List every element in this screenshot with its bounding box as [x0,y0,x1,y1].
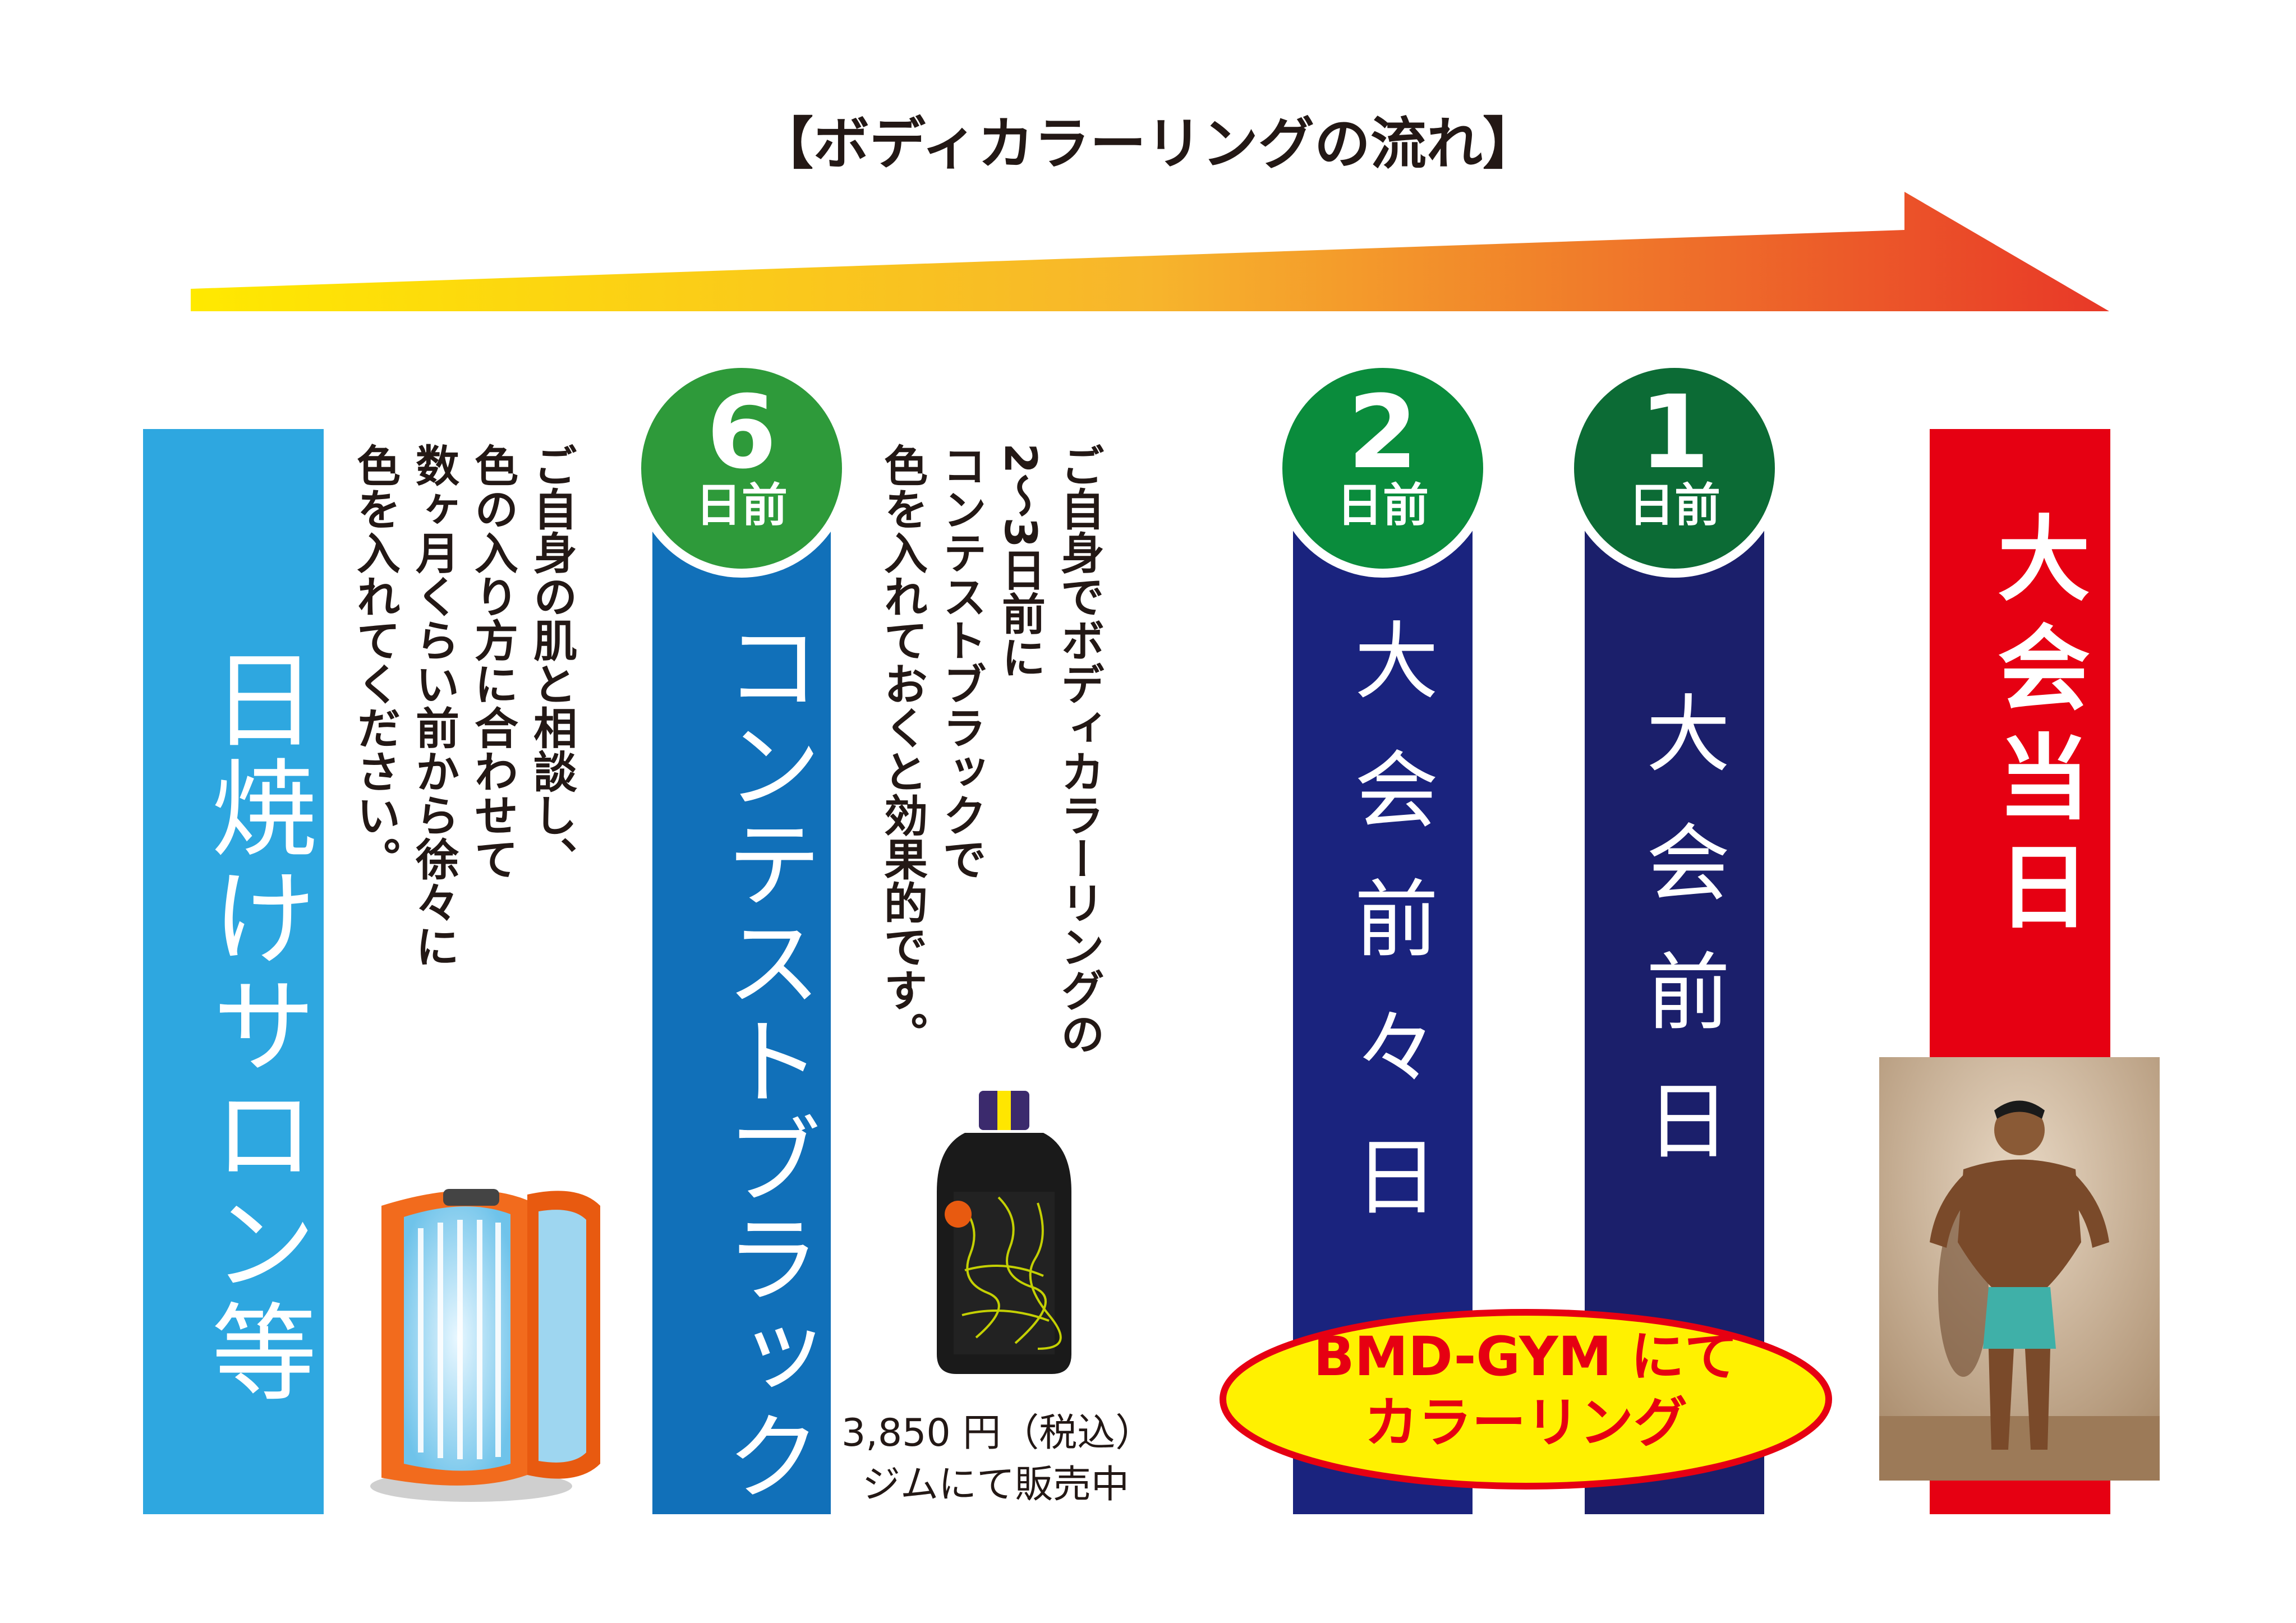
two-days-badge: 2 日前 [1273,359,1492,578]
contest-price-note: 3,850 円（税込） ジムにて販売中 [841,1408,1154,1511]
event-day-title: 大会当日 [1982,510,2090,948]
colouring-callout-text: BMD-GYM にて カラーリング [1217,1324,1834,1456]
salon-desc-line-2: 色の入り方に合わせて [467,443,518,880]
contest-badge-number: 6 [706,374,777,491]
salon-description: ご自身の肌と相談し、 色の入り方に合わせて 数ヶ月くらい前から徐々に 色を入れて… [345,443,581,1116]
two-days-title: 大会前々日 [1340,617,1438,1262]
salon-desc-line-1: ご自身の肌と相談し、 [526,443,577,880]
contest-sales-note: ジムにて販売中 [862,1463,1129,1507]
contest-title: コンテストブラック [708,617,821,1505]
two-days-badge-label: 日前 [1336,479,1429,532]
salon-desc-line-3: 数ヶ月くらい前から徐々に [408,443,459,968]
contest-desc-line-3: コンテストブラックで [936,443,986,880]
competitor-photo [1879,1057,2160,1481]
one-day-badge-label: 日前 [1628,479,1720,532]
two-days-badge-number: 2 [1347,374,1418,491]
salon-bar [143,429,324,1514]
colouring-callout-oval [1220,1309,1832,1490]
contest-badge: 6 日前 [632,359,851,578]
callout-line-2: カラーリング [1364,1391,1687,1454]
contest-black-bottle-image [937,1091,1071,1374]
contest-badge-label: 日前 [695,479,788,532]
contest-desc-line-4: 色を入れておくと効果的です。 [877,443,927,1055]
one-day-badge-number: 1 [1639,374,1710,491]
contest-price: 3,850 円（税込） [841,1411,1154,1455]
salon-desc-line-4: 色を入れてください。 [349,443,400,880]
contest-description: ご自身でボディカラーリングの 2～3日前に コンテストブラックで 色を入れておく… [872,443,1108,1060]
page-title: 【ボディカラーリングの流れ】 [757,111,1539,177]
contest-bar [652,477,831,1514]
salon-title: 日焼けサロン等 [194,645,316,1407]
one-day-badge: 1 日前 [1565,359,1784,578]
contest-desc-line-2: 2～3日前に [995,443,1045,679]
tanning-bed-image [370,1189,600,1502]
contest-desc-line-1: ご自身でボディカラーリングの [1053,443,1104,1055]
one-day-title: 大会前日 [1632,690,1729,1206]
callout-line-1: BMD-GYM にて [1313,1325,1738,1388]
